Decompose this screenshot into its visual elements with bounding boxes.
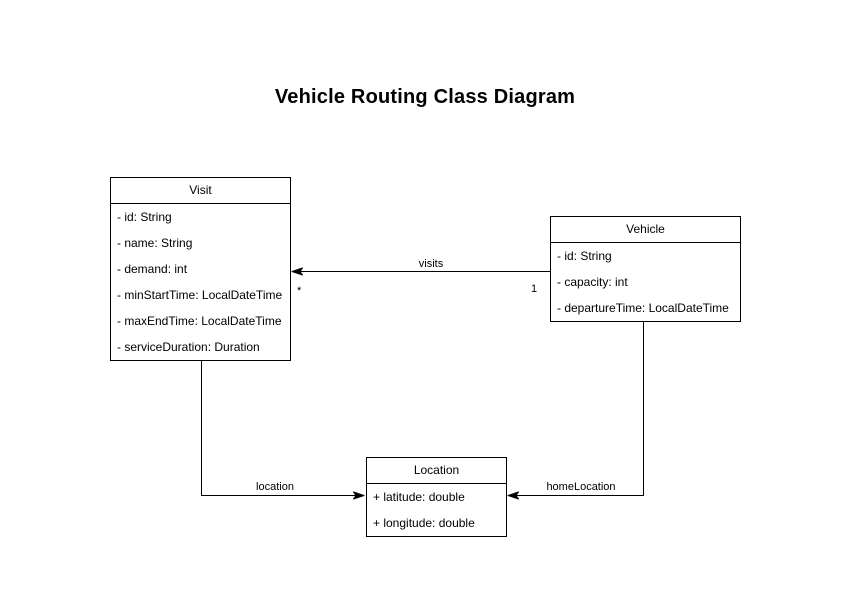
class-vehicle-attribute: - id: String (557, 249, 612, 263)
class-visit-attribute: - name: String (117, 236, 193, 250)
edge-vehicle-homelocation (507, 321, 644, 500)
class-location-attributes: + latitude: double + longitude: double (367, 484, 506, 536)
class-vehicle-attributes: - id: String - capacity: int - departure… (551, 243, 740, 321)
class-location-attribute: + latitude: double (373, 490, 465, 504)
edge-label-visits: visits (391, 258, 471, 271)
edge-label-homelocation: homeLocation (533, 481, 629, 494)
diagram-title: Vehicle Routing Class Diagram (274, 86, 576, 108)
class-visit-attribute: - serviceDuration: Duration (117, 340, 260, 354)
class-visit-attribute: - maxEndTime: LocalDateTime (117, 314, 282, 328)
class-visit-attribute: - id: String (117, 210, 172, 224)
class-visit-attribute: - demand: int (117, 262, 188, 276)
multiplicity-visits-source: 1 (531, 283, 538, 296)
class-location: Location + latitude: double + longitude:… (366, 457, 507, 537)
class-visit-attributes: - id: String - name: String - demand: in… (111, 204, 290, 360)
class-visit-attribute: - minStartTime: LocalDateTime (117, 288, 283, 302)
class-location-attribute: + longitude: double (373, 516, 475, 530)
class-visit-name: Visit (111, 178, 290, 204)
class-location-name: Location (367, 458, 506, 484)
multiplicity-visits-target: * (297, 285, 302, 298)
class-vehicle: Vehicle - id: String - capacity: int - d… (550, 216, 741, 322)
class-vehicle-name: Vehicle (551, 217, 740, 243)
edge-label-location: location (235, 481, 315, 494)
class-vehicle-attribute: - departureTime: LocalDateTime (557, 301, 729, 315)
class-visit: Visit - id: String - name: String - dema… (110, 177, 291, 361)
class-vehicle-attribute: - capacity: int (557, 275, 628, 289)
edge-visit-location (201, 360, 365, 500)
